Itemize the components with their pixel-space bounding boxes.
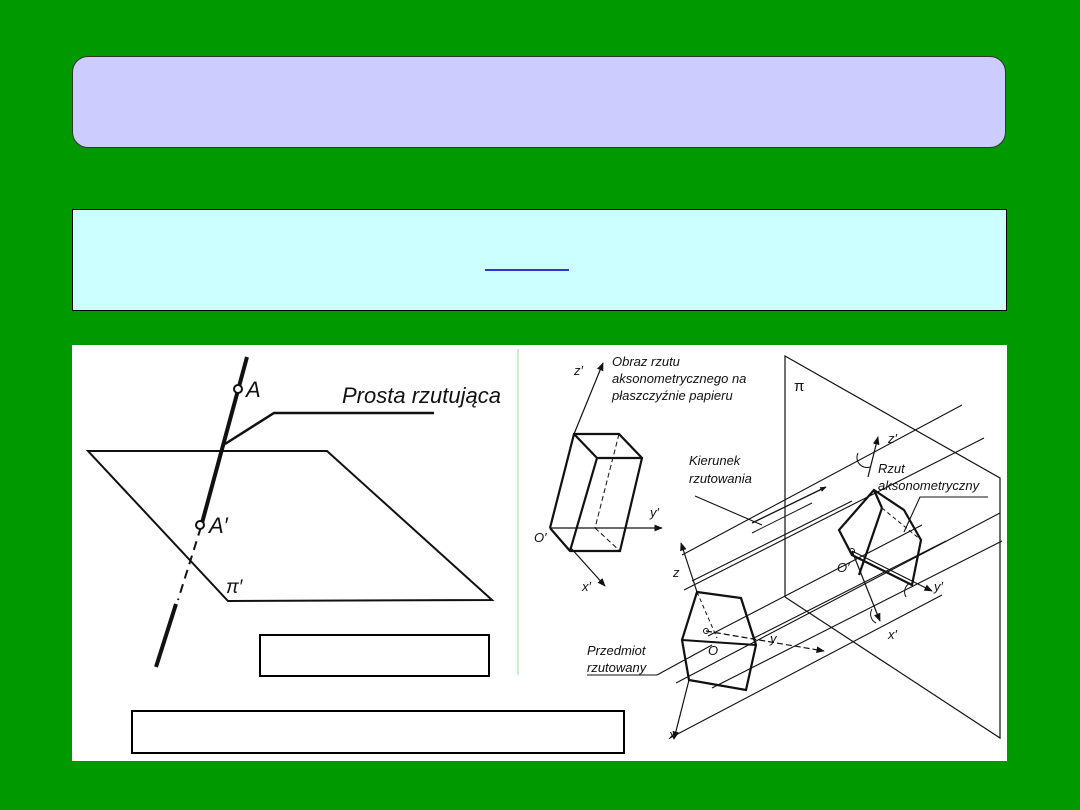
paper-axis-z-label: z′ (573, 363, 584, 378)
projection-direction-lines (587, 404, 1003, 739)
paper-axis-y-label: y′ (649, 505, 660, 520)
projection-plane-pi (784, 354, 1001, 740)
paper-image-label-2: aksonometrycznego na (612, 371, 746, 386)
direction-label-1: Kierunek (689, 453, 742, 468)
plane-pi-label: π (794, 378, 804, 395)
hyperlink-underline[interactable] (485, 269, 569, 271)
projected-axis-y-label: y′ (933, 579, 944, 594)
projected-axis-z-label: z′ (887, 431, 898, 446)
paper-axis-x-label: x′ (581, 579, 592, 594)
direction-label-2: rzutowania (689, 471, 752, 486)
projecting-line-label: Prosta rzutująca (342, 383, 501, 408)
point-a-prime-label: A′ (207, 513, 229, 538)
object-axis-y-label: y (769, 631, 778, 646)
point-a-marker (233, 384, 243, 394)
slide-title-box (72, 56, 1006, 148)
object-label-2: rzutowany (587, 660, 648, 675)
projection-label-1: Rzut (878, 461, 906, 476)
paper-image-label-3: płaszczyźnie papieru (611, 388, 733, 403)
object-axis-z-label: z (672, 565, 680, 580)
object-axis-x-label: x (668, 727, 676, 742)
projected-origin-label: O′ (837, 560, 850, 575)
projection-plane-shape (85, 450, 495, 603)
point-a-prime-marker (195, 520, 205, 530)
left-figure-projecting-line (85, 356, 495, 668)
object-prism (672, 542, 825, 740)
object-origin-label: O (708, 643, 718, 658)
projected-axis-x-label: x′ (887, 627, 898, 642)
bottom-caption-box (131, 710, 625, 754)
projection-label-2: aksonometryczny (878, 478, 981, 493)
figure-panel: A Prosta rzutująca A′ π′ z′ y′ x′ O′ Obr… (72, 345, 1007, 761)
left-figure-caption-box (259, 634, 490, 677)
projected-prism (837, 436, 933, 624)
paper-origin-label: O′ (534, 530, 547, 545)
paper-image-label-1: Obraz rzutu (612, 354, 680, 369)
paper-image-box-drawing (548, 362, 663, 587)
object-label-1: Przedmiot (587, 643, 647, 658)
slide-body-box (72, 209, 1007, 311)
plane-pi-prime-label: π′ (226, 577, 244, 598)
projection-diagrams: A Prosta rzutująca A′ π′ z′ y′ x′ O′ Obr… (85, 349, 1003, 742)
point-a-label: A (244, 377, 261, 402)
